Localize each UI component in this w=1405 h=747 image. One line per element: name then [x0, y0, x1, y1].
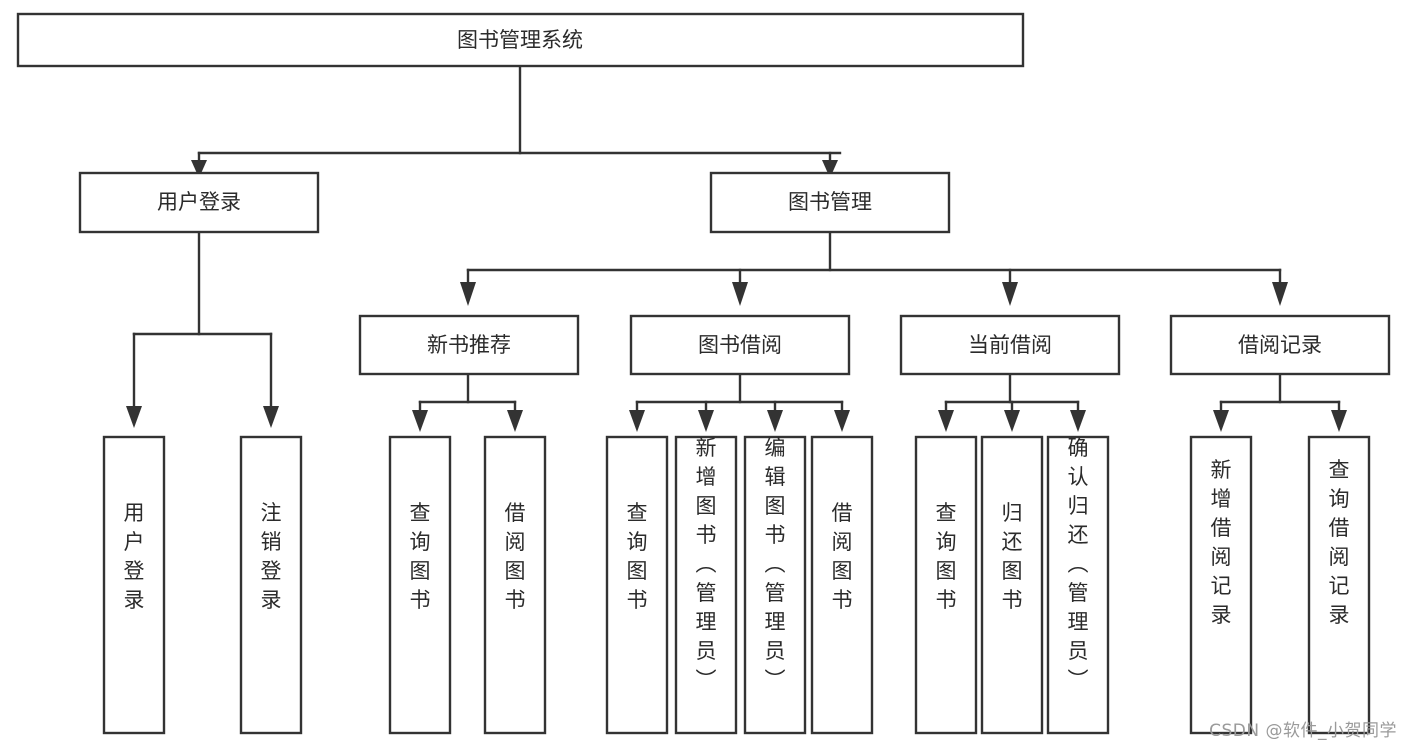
connector-group-book-manage — [460, 230, 1288, 306]
arrow-book-manage-to-new-book — [460, 282, 476, 306]
node-book-borrow-label: 图书借阅 — [698, 333, 782, 357]
connector-group-borrow-record — [1213, 372, 1347, 432]
arrow-user-login-leaf-1 — [263, 406, 279, 428]
leaf-book-borrow-0[interactable]: 查询图书 — [605, 435, 669, 735]
arrow-book-borrow-leaf-3 — [834, 410, 850, 432]
leaf-current-borrow-0[interactable]: 查询图书 — [914, 435, 978, 735]
leaf-new-book-1-label: 借阅图书 — [505, 501, 526, 612]
leaf-user-login-0-box — [102, 435, 166, 735]
node-new-book-recommend[interactable]: 新书推荐 — [358, 314, 580, 376]
arrow-current-borrow-leaf-2 — [1070, 410, 1086, 432]
node-borrow-record-label: 借阅记录 — [1238, 333, 1322, 357]
connector-group-root — [191, 64, 842, 178]
leaf-current-borrow-0-box — [914, 435, 978, 735]
connector-group-current-borrow — [938, 372, 1086, 432]
connector-group-new-book — [412, 372, 523, 432]
leaf-user-login-0-label: 用户登录 — [124, 501, 145, 612]
node-book-manage-label: 图书管理 — [788, 190, 872, 214]
leaf-book-borrow-3-label: 借阅图书 — [832, 501, 853, 612]
arrow-book-manage-to-borrow-record — [1272, 282, 1288, 306]
node-root-box — [16, 12, 1025, 68]
arrow-root-to-book-manage — [822, 160, 838, 178]
node-user-login-label: 用户登录 — [157, 190, 241, 214]
leaf-borrow-record-0-label: 新增借阅记录 — [1211, 458, 1232, 627]
leaf-current-borrow-2-box — [1046, 435, 1110, 735]
leaf-new-book-1[interactable]: 借阅图书 — [483, 435, 547, 735]
node-current-borrow-box — [899, 314, 1121, 376]
leaf-current-borrow-1-label: 归还图书 — [1002, 501, 1023, 612]
node-user-login-box — [78, 171, 320, 234]
arrow-user-login-leaf-0 — [126, 406, 142, 428]
leaf-new-book-0-box — [388, 435, 452, 735]
leaf-borrow-record-0[interactable]: 新增借阅记录 — [1189, 435, 1253, 735]
leaf-current-borrow-2[interactable]: 确认归还︵管理员︶ — [1046, 435, 1110, 735]
arrow-root-to-user-login — [191, 160, 207, 178]
arrow-borrow-record-leaf-1 — [1331, 410, 1347, 432]
leaf-borrow-record-1-box — [1307, 435, 1371, 735]
node-new-book-recommend-label: 新书推荐 — [427, 333, 511, 357]
leaf-user-login-0[interactable]: 用户登录 — [102, 435, 166, 735]
node-user-login[interactable]: 用户登录 — [78, 171, 320, 234]
leaf-user-login-1[interactable]: 注销登录 — [239, 435, 303, 735]
arrow-book-manage-to-book-borrow — [732, 282, 748, 306]
node-root-system[interactable]: 图书管理系统 — [16, 12, 1025, 68]
leaf-book-borrow-1[interactable]: 新增图书︵管理员︶ — [674, 435, 738, 735]
arrow-book-borrow-leaf-2 — [767, 410, 783, 432]
leaf-current-borrow-2-label: 确认归还︵管理员︶ — [1068, 436, 1089, 692]
node-current-borrow[interactable]: 当前借阅 — [899, 314, 1121, 376]
leaf-book-borrow-3-box — [810, 435, 874, 735]
leaf-new-book-1-box — [483, 435, 547, 735]
leaf-book-borrow-0-label: 查询图书 — [627, 501, 648, 612]
node-book-manage-box — [709, 171, 951, 234]
leaf-borrow-record-1[interactable]: 查询借阅记录 — [1307, 435, 1371, 735]
arrow-new-book-leaf-0 — [412, 410, 428, 432]
node-new-book-recommend-box — [358, 314, 580, 376]
leaf-current-borrow-1[interactable]: 归还图书 — [980, 435, 1044, 735]
node-current-borrow-label: 当前借阅 — [968, 333, 1052, 357]
arrow-book-borrow-leaf-1 — [698, 410, 714, 432]
leaf-book-borrow-0-box — [605, 435, 669, 735]
node-book-borrow-box — [629, 314, 851, 376]
node-borrow-record[interactable]: 借阅记录 — [1169, 314, 1391, 376]
node-root-label: 图书管理系统 — [457, 28, 583, 52]
leaf-new-book-0-label: 查询图书 — [410, 501, 431, 612]
leaf-book-borrow-1-box — [674, 435, 738, 735]
arrow-borrow-record-leaf-0 — [1213, 410, 1229, 432]
connector-group-user-login — [126, 230, 279, 428]
leaf-user-login-1-label: 注销登录 — [261, 501, 282, 612]
leaf-user-login-1-box — [239, 435, 303, 735]
leaf-book-borrow-3[interactable]: 借阅图书 — [810, 435, 874, 735]
arrow-book-borrow-leaf-0 — [629, 410, 645, 432]
arrow-book-manage-to-current-borrow — [1002, 282, 1018, 306]
arrow-current-borrow-leaf-1 — [1004, 410, 1020, 432]
leaf-book-borrow-1-label: 新增图书︵管理员︶ — [696, 436, 717, 692]
leaf-borrow-record-0-box — [1189, 435, 1253, 735]
leaf-borrow-record-1-label: 查询借阅记录 — [1329, 458, 1350, 627]
node-book-manage[interactable]: 图书管理 — [709, 171, 951, 234]
leaf-new-book-0[interactable]: 查询图书 — [388, 435, 452, 735]
leaf-book-borrow-2-label: 编辑图书︵管理员︶ — [765, 436, 786, 692]
leaf-current-borrow-1-box — [980, 435, 1044, 735]
leaf-book-borrow-2-box — [743, 435, 807, 735]
leaf-current-borrow-0-label: 查询图书 — [936, 501, 957, 612]
connector-group-book-borrow — [629, 372, 850, 432]
leaf-book-borrow-2[interactable]: 编辑图书︵管理员︶ — [743, 435, 807, 735]
node-borrow-record-box — [1169, 314, 1391, 376]
arrow-new-book-leaf-1 — [507, 410, 523, 432]
node-book-borrow[interactable]: 图书借阅 — [629, 314, 851, 376]
arrow-current-borrow-leaf-0 — [938, 410, 954, 432]
